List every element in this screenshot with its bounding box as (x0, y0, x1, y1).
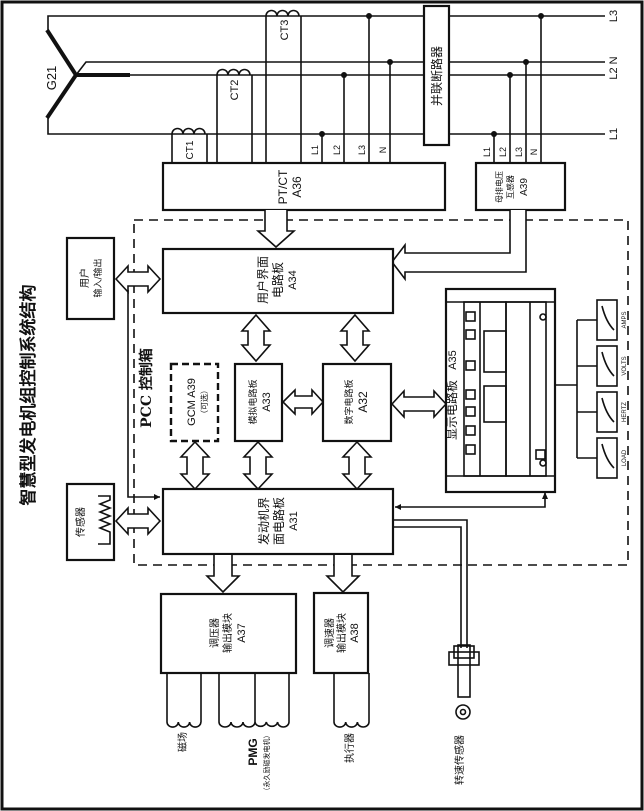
ct2: CT2 (216, 68, 253, 163)
sensor-label: 传感器 (74, 507, 87, 537)
pmg-sublabel: （永久励磁发电机） (262, 732, 271, 795)
user-io-block: 用户 输入/输出 (65, 236, 116, 321)
ui-board-line3: A34 (287, 270, 299, 290)
speed-sensor-label: 转速传感器 (453, 735, 466, 785)
pmg-coil (218, 673, 290, 728)
buspt-terminal-n: N (529, 149, 539, 156)
avr-line2: 输出模块 (221, 613, 234, 653)
actuator-coil (333, 673, 370, 728)
buspt-line2: 互感器 (505, 175, 515, 199)
ct1-label: CT1 (185, 140, 196, 159)
ptct-to-ui-arrow (255, 210, 297, 249)
sensor-block: 传感器 (65, 482, 116, 562)
speed-sensor (448, 644, 480, 720)
avr-line3: A37 (236, 623, 248, 643)
ptct-terminal-l2: L2 (332, 145, 342, 155)
display-board-a35: 显示电路板 A35 (444, 287, 557, 494)
digital-line2: A32 (356, 391, 370, 413)
avr-output-a37: 调压器 输出模块 A37 (159, 592, 298, 675)
analog-line1: 模拟电路板 (247, 379, 259, 424)
buspt-line3: A39 (519, 178, 530, 196)
gcm-line1: GCM A39 (186, 378, 198, 426)
engine-avr-arrow (205, 555, 241, 594)
gcm-line2: （可选） (199, 386, 209, 418)
ct3: CT3 (265, 9, 302, 163)
bus-pt-block: 母排电压 互感器 A39 (474, 161, 567, 212)
meter-volts-label: VOLTS (622, 356, 628, 375)
analog-board-a33: 模拟电路板 A33 (233, 362, 284, 443)
actuator-label: 执行器 (343, 733, 356, 763)
buspt-terminal-l3: L3 (514, 147, 524, 157)
ptct-terminal-l3: L3 (357, 145, 367, 155)
user-io-line1: 用户 (78, 268, 91, 288)
ptct-block: PT/CT A36 (161, 161, 447, 212)
breaker-label: 并联断路器 (429, 46, 444, 106)
ct2-label: CT2 (229, 80, 241, 101)
engine-line3: A31 (288, 511, 300, 531)
buspt-terminal-l2: L2 (498, 147, 508, 157)
bus-label-l3: L3 (608, 10, 620, 22)
bus-label-l1: L1 (608, 128, 620, 140)
ptct-line1: PT/CT (276, 169, 290, 204)
speed-sensor-line-a (393, 519, 468, 648)
diagram-title: 智慧型发电机组控制系统结构 (18, 285, 39, 506)
buspt-terminal-l1: L1 (482, 147, 492, 157)
parallel-breaker: 并联断路器 (422, 4, 451, 147)
gov-line3: A38 (349, 623, 361, 643)
display-engine-arrowhead (395, 504, 401, 510)
ct3-label: CT3 (279, 20, 291, 41)
ui-board-line2: 电路板 (270, 262, 285, 298)
bus-pt-taps (491, 13, 544, 163)
field-coil (166, 673, 202, 728)
ui-digital-arrow (339, 313, 371, 363)
buspt-line1: 母排电压 (494, 171, 504, 203)
display-line2: A35 (447, 350, 459, 370)
pmg-label: PMG (246, 738, 260, 765)
io-engine-signal (127, 290, 160, 498)
gov-output-a38: 调速器 输出模块 A38 (312, 591, 370, 675)
generator-g21: G21 (44, 28, 130, 120)
analog-line2: A33 (261, 392, 273, 412)
ptct-taps (319, 13, 393, 163)
meter-amps-label: AMPS (622, 311, 628, 328)
digital-line1: 数字电路板 (343, 379, 355, 424)
meter-hertz-label: HERTZ (622, 402, 628, 422)
meter-amps: AMPS (577, 299, 628, 341)
engine-line1: 发动机界 (256, 497, 271, 545)
gov-line2: 输出模块 (335, 613, 348, 653)
ct1: CT1 (171, 127, 208, 163)
pcc-enclosure (133, 219, 629, 566)
speed-sensor-line-b (393, 526, 462, 648)
generator-label: G21 (44, 66, 59, 91)
avr-line1: 调压器 (209, 618, 221, 648)
digital-board-a32: 数字电路板 A32 (321, 362, 393, 443)
display-engine-arrowhead-up (542, 492, 548, 499)
user-io-line2: 输入/输出 (92, 258, 104, 297)
display-line1: 显示电路板 (444, 380, 459, 440)
ptct-terminal-n: N (378, 147, 388, 154)
sensor-engine-arrow (114, 505, 162, 537)
userio-ui-arrow (114, 263, 162, 295)
engine-line2: 面电路板 (271, 497, 286, 545)
io-engine-arrowhead (154, 494, 160, 500)
meter-hertz: HERTZ (577, 391, 628, 433)
gcm-a39-optional: GCM A39 （可选） (169, 362, 220, 443)
pcc-label: PCC 控制箱 (138, 348, 155, 428)
meter-load: LOAD (577, 437, 628, 479)
ui-board-a34: 用户界面 电路板 A34 (161, 247, 395, 315)
ptct-line2: A36 (290, 176, 304, 198)
gov-line1: 调速器 (324, 618, 336, 648)
field-label: 磁场 (176, 732, 189, 752)
bus-label-l2n: L2 N (608, 56, 620, 79)
ptct-terminal-l1: L1 (310, 145, 320, 155)
engine-board-a31: 发动机界 面电路板 A31 (161, 487, 395, 556)
meter-volts: VOLTS (577, 345, 628, 387)
meter-load-label: LOAD (622, 449, 628, 466)
ui-analog-arrow (240, 313, 272, 363)
ui-board-line1: 用户界面 (255, 256, 270, 304)
